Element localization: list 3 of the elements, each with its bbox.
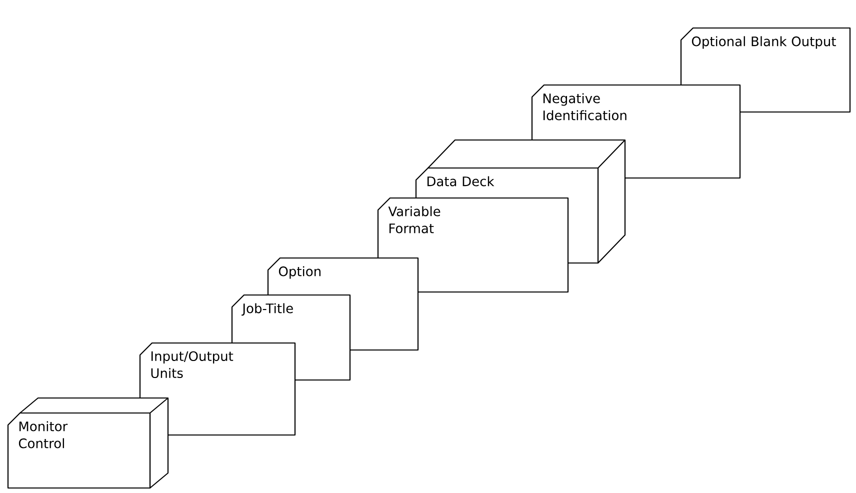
punch-card: Variable Format (377, 197, 569, 293)
punch-card: Monitor Control (7, 397, 169, 489)
punch-card: Input/Output Units (139, 342, 296, 436)
